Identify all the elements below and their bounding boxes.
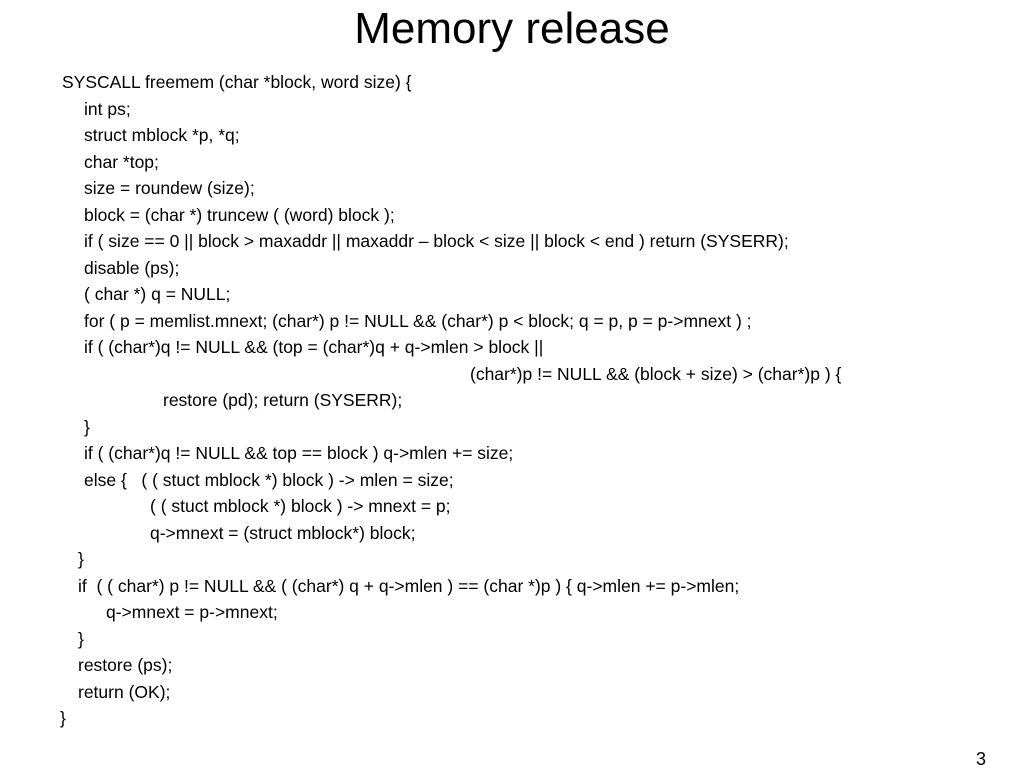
code-line: }: [78, 629, 84, 649]
code-line: if ( size == 0 || block > maxaddr || max…: [84, 231, 789, 251]
code-line: for ( p = memlist.mnext; (char*) p != NU…: [84, 311, 752, 331]
code-line: if ( ( char*) p != NULL && ( (char*) q +…: [78, 576, 740, 596]
code-line: block = (char *) truncew ( (word) block …: [84, 205, 395, 225]
code-line: else { ( ( stuct mblock *) block ) -> ml…: [84, 470, 454, 490]
code-line: char *top;: [84, 152, 159, 172]
code-line: }: [60, 708, 66, 728]
code-line: q->mnext = (struct mblock*) block;: [150, 523, 416, 543]
code-line: restore (pd); return (SYSERR);: [163, 390, 403, 410]
code-line: (char*)p != NULL && (block + size) > (ch…: [470, 364, 842, 384]
code-line: size = roundew (size);: [84, 178, 255, 198]
code-line: }: [84, 417, 90, 437]
code-line: return (OK);: [78, 682, 171, 702]
code-line: }: [78, 549, 84, 569]
code-line: disable (ps);: [84, 258, 180, 278]
code-line: int ps;: [84, 99, 131, 119]
code-line: q->mnext = p->mnext;: [106, 602, 278, 622]
code-line: ( ( stuct mblock *) block ) -> mnext = p…: [150, 496, 451, 516]
code-line: ( char *) q = NULL;: [84, 284, 231, 304]
code-line: if ( (char*)q != NULL && top == block ) …: [84, 443, 514, 463]
code-line: SYSCALL freemem (char *block, word size)…: [62, 72, 412, 92]
code-line: restore (ps);: [78, 655, 173, 675]
page-number: 3: [976, 749, 987, 769]
code-line: if ( (char*)q != NULL && (top = (char*)q…: [84, 337, 544, 357]
slide-title: Memory release: [354, 4, 670, 53]
code-line: struct mblock *p, *q;: [84, 125, 240, 145]
